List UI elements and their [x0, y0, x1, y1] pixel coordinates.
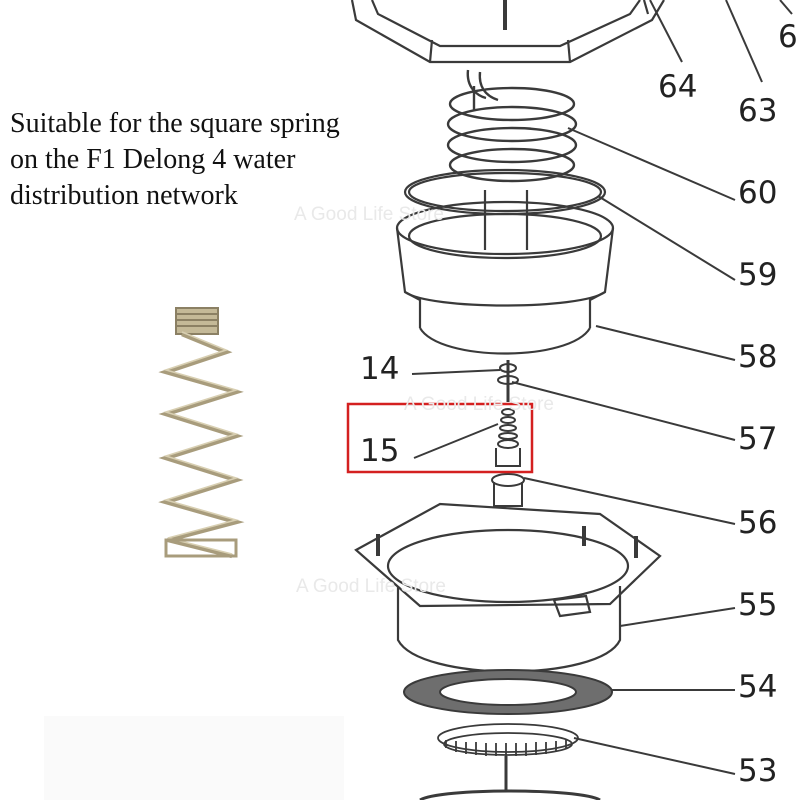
callout-label-14: 14 [360, 351, 400, 387]
watermark-text: A Good Life Store [294, 204, 444, 225]
callout-label-57: 57 [738, 421, 778, 457]
callout-label-64: 64 [658, 69, 698, 105]
part-53-screen [419, 723, 601, 800]
callout-label-60: 60 [738, 175, 778, 211]
part-56-valve [491, 473, 525, 507]
leader-56 [523, 477, 736, 525]
leader-58 [595, 325, 736, 361]
square-spring-photo [158, 307, 245, 559]
caption-line-1: Suitable for the square spring [10, 108, 340, 139]
callout-label-63: 63 [738, 93, 778, 129]
leader-60 [567, 127, 736, 201]
leader-55 [619, 607, 736, 627]
callout-label-56: 56 [738, 505, 778, 541]
blank-panel [44, 716, 344, 800]
leader-63 [725, 0, 763, 83]
callout-label-15: 15 [360, 433, 400, 469]
watermark-text: A Good Life Store [404, 394, 554, 415]
leader-53 [573, 737, 736, 775]
leader-59 [597, 195, 736, 281]
callout-label-53: 53 [738, 753, 778, 789]
part-64-top-housing [350, 0, 665, 64]
callout-label-59: 59 [738, 257, 778, 293]
part-60-spring [446, 69, 578, 183]
leader-6 [779, 0, 793, 15]
leader-14 [411, 369, 501, 375]
leader-57 [511, 381, 736, 441]
leader-64 [649, 0, 683, 63]
part-58-cup [395, 190, 615, 355]
watermark-text: A Good Life Store [296, 576, 446, 597]
product-caption: Suitable for the square spring on the F1… [10, 106, 400, 214]
part-54-gasket [403, 669, 613, 715]
caption-line-2: on the F1 Delong 4 water [10, 144, 296, 175]
caption-line-3: distribution network [10, 180, 238, 211]
callout-label-55: 55 [738, 587, 778, 623]
callout-label-58: 58 [738, 339, 778, 375]
part-14-15-57-stem [495, 360, 521, 467]
leader-15 [413, 423, 499, 459]
leader-lines [411, 0, 793, 775]
highlight-box-part-15 [346, 402, 534, 474]
callout-label-54: 54 [738, 669, 778, 705]
callout-label-6: 6 [778, 19, 798, 55]
